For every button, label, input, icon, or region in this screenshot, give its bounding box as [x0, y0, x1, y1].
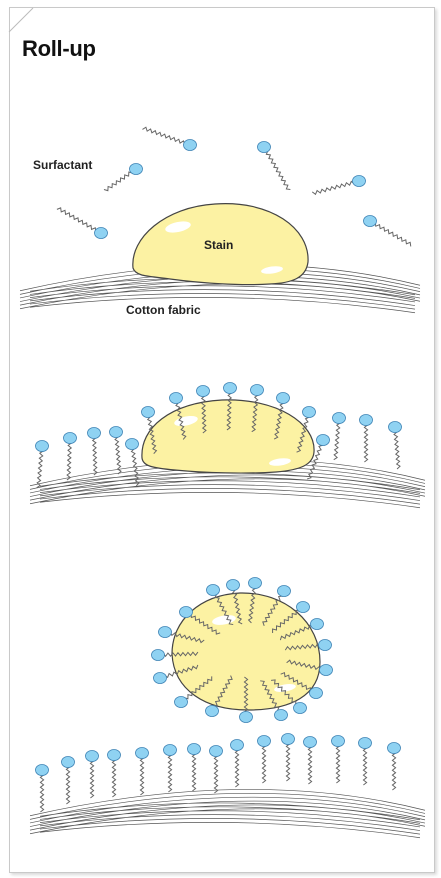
- surfactant-molecules: [35, 126, 412, 813]
- surfactant-molecule: [250, 384, 264, 433]
- surfactant-molecule: [107, 749, 121, 798]
- surfactant-molecule: [87, 427, 101, 476]
- surfactant-molecule: [271, 679, 307, 714]
- stain-1-highlight: [165, 221, 191, 233]
- surfactant-molecule: [332, 412, 346, 461]
- surfactant-molecule: [158, 626, 205, 644]
- surfactant-molecule: [286, 659, 333, 676]
- stain-1-highlight-2: [261, 266, 283, 274]
- surfactant-molecule: [85, 750, 99, 799]
- surfactant-molecule: [103, 163, 143, 192]
- surfactant-molecule: [169, 392, 187, 440]
- surfactant-molecule: [35, 764, 49, 813]
- surfactant-molecule: [311, 175, 366, 196]
- surfactant-molecule: [239, 676, 253, 723]
- surfactant-molecule: [260, 680, 288, 721]
- surfactant-molecule: [223, 382, 237, 431]
- surfactant-molecule: [388, 421, 402, 470]
- stain-2-highlight-2: [269, 458, 291, 466]
- surfactant-molecule: [273, 392, 290, 440]
- stain-3: [171, 592, 321, 711]
- surfactant-molecule: [303, 736, 317, 785]
- stain-label: Stain: [204, 238, 234, 252]
- cotton-fabric-3: [29, 789, 426, 839]
- stain-3-highlight-2: [274, 684, 296, 692]
- surfactant-molecule: [187, 743, 201, 792]
- surfactant-molecule: [206, 584, 234, 626]
- surfactant-molecule: [135, 747, 149, 796]
- surfactant-molecule: [279, 618, 324, 641]
- surfactant-molecule: [61, 756, 75, 805]
- surfactant-molecule: [163, 744, 177, 793]
- surfactant-molecule: [247, 577, 262, 624]
- surfactant-molecule: [226, 579, 243, 625]
- surfactant-molecule: [174, 676, 213, 708]
- figure-title: Roll-up: [22, 36, 96, 61]
- surfactant-molecule: [179, 606, 221, 635]
- surfactant-molecule: [387, 742, 401, 791]
- surfactant-molecule: [35, 440, 49, 489]
- surfactant-molecule: [359, 414, 373, 463]
- surfactant-molecule: [306, 434, 330, 480]
- surfactant-molecule: [209, 745, 223, 794]
- surfactant-molecule: [262, 585, 291, 626]
- surfactant-molecule: [109, 426, 123, 475]
- surfactant-molecule: [196, 385, 210, 434]
- surfactant-molecule: [205, 675, 233, 717]
- surfactant-molecule: [331, 735, 345, 784]
- cotton-fabric-label: Cotton fabric: [126, 303, 201, 317]
- surfactant-molecule: [257, 735, 271, 784]
- surfactant-label: Surfactant: [33, 158, 93, 172]
- surfactant-molecule: [141, 406, 158, 454]
- surfactant-molecule: [284, 639, 332, 651]
- surfactant-molecule: [56, 207, 108, 239]
- surfactant-molecule: [281, 733, 295, 782]
- surfactant-molecule: [153, 664, 199, 684]
- surfactant-molecule: [63, 432, 77, 481]
- surfactant-molecule: [272, 601, 310, 634]
- surfactant-molecule: [363, 215, 412, 247]
- surfactant-molecule: [280, 671, 323, 699]
- corner-fold: [8, 7, 34, 33]
- surfactant-molecule: [296, 406, 316, 453]
- surfactant-molecule: [125, 438, 140, 487]
- surfactant-molecule: [151, 649, 199, 661]
- surfactant-molecule: [230, 739, 244, 788]
- surfactant-molecule: [358, 737, 372, 786]
- surfactant-molecule: [257, 141, 291, 190]
- surfactant-molecule: [142, 126, 197, 151]
